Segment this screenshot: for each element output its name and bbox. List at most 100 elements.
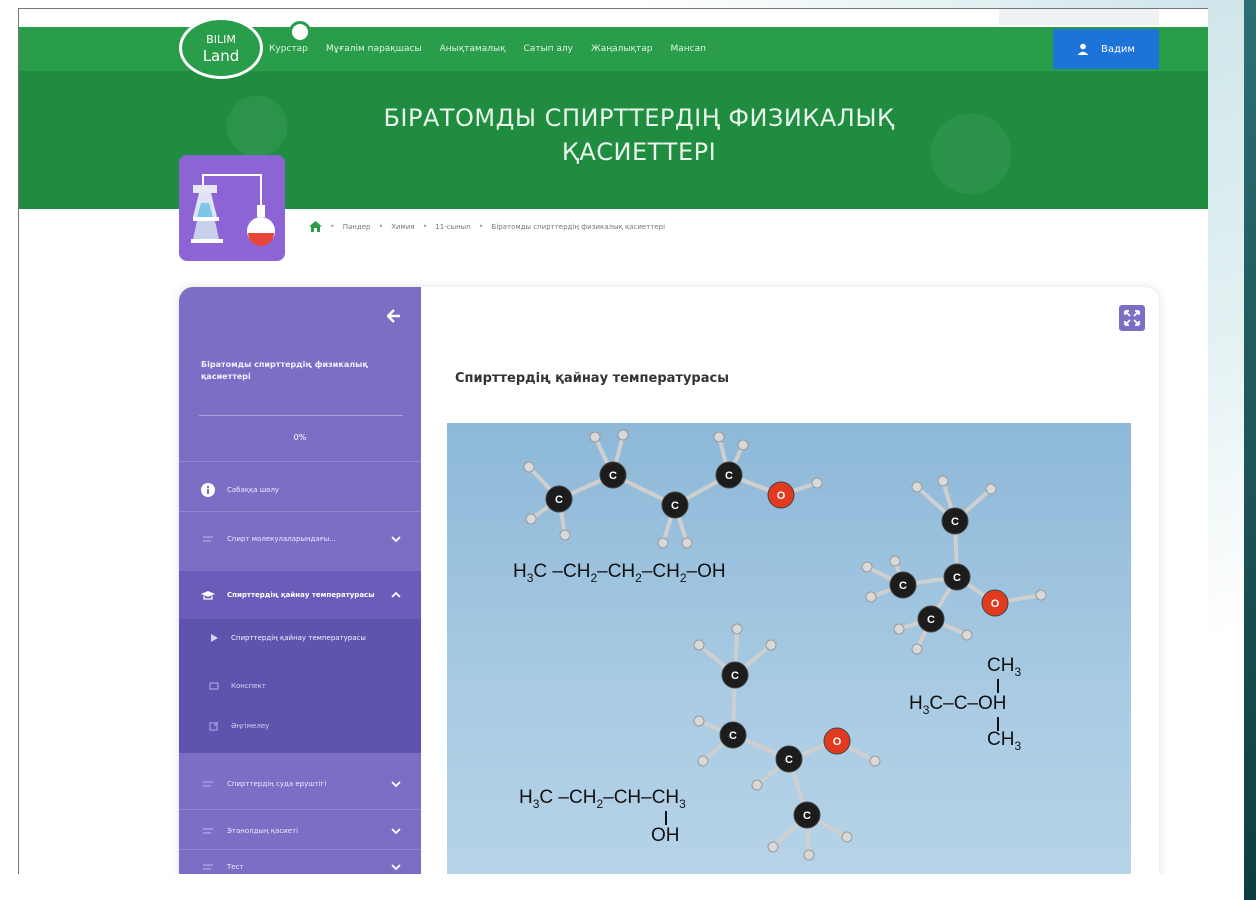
hydrogen-atom: [865, 591, 877, 603]
tert-butanol-formula-top: CH3: [987, 655, 1021, 679]
site-logo[interactable]: BILIM Land: [179, 17, 263, 79]
atom-label: C: [671, 500, 679, 512]
formula-subscript: 2: [590, 570, 598, 585]
sidebar-section-molecules[interactable]: Спирт молекулаларындағы...: [179, 519, 421, 559]
sidebar-item-label: Сабаққа шолу: [227, 486, 280, 494]
breadcrumb-chemistry[interactable]: Химия: [391, 222, 415, 231]
lines-icon: [203, 864, 213, 870]
hydrogen-atom: [731, 623, 743, 635]
carbon-atom: C: [661, 491, 689, 519]
hydrogen-atom: [559, 529, 571, 541]
lesson-card: Біратомды спирттердің физикалық қасиетте…: [179, 287, 1159, 874]
lines-icon: [203, 536, 213, 542]
breadcrumb-subjects[interactable]: Пәндер: [342, 222, 371, 231]
top-search-field[interactable]: [999, 9, 1159, 25]
user-account-button[interactable]: Вадим: [1053, 29, 1159, 69]
lines-icon: [203, 781, 213, 787]
sidebar-section-ethanol[interactable]: Этанолдың қасиеті: [179, 821, 421, 841]
formula-subscript: 3: [532, 796, 540, 811]
lesson-title: БІРАТОМДЫ СПИРТТЕРДІҢ ФИЗИКАЛЫҚ ҚАСИЕТТЕ…: [319, 101, 959, 169]
breadcrumb-separator: •: [422, 222, 428, 231]
sidebar-subitem-label: Конспект: [231, 682, 266, 690]
fullscreen-button[interactable]: [1119, 305, 1145, 331]
hydrogen-atom: [803, 849, 815, 861]
oxygen-atom: O: [981, 589, 1009, 617]
lesson-banner: БІРАТОМДЫ СПИРТТЕРДІҢ ФИЗИКАЛЫҚ ҚАСИЕТТЕ…: [19, 71, 1208, 209]
sidebar-item-overview[interactable]: Сабаққа шолу: [179, 477, 421, 503]
graduation-cap-icon: [201, 591, 215, 600]
nav-item-news[interactable]: Жаңалықтар: [591, 44, 653, 54]
sidebar-subitem-boiling-point[interactable]: Спирттердің қайнау температурасы: [179, 633, 421, 657]
formula-part: C –CH: [539, 787, 597, 808]
carbon-atom: C: [793, 801, 821, 829]
home-icon[interactable]: [309, 221, 322, 232]
formula-bond-line: [997, 679, 999, 693]
nav-item-courses[interactable]: Курстар: [269, 44, 308, 54]
atom-label: C: [803, 810, 811, 822]
lesson-title-line1: БІРАТОМДЫ СПИРТТЕРДІҢ ФИЗИКАЛЫҚ: [383, 104, 895, 132]
sidebar-item-label: Спирттердің қайнау температурасы: [227, 591, 375, 599]
top-circle-icon[interactable]: [289, 21, 311, 43]
atom-label: O: [777, 490, 786, 502]
atom-label: C: [951, 516, 959, 528]
nav-item-teacher-page[interactable]: Мұғалім парақшасы: [325, 44, 422, 54]
sidebar-subitem-label: Спирттердің қайнау температурасы: [231, 634, 366, 642]
carbon-atom: C: [775, 745, 803, 773]
nav-item-buy[interactable]: Сатып алу: [523, 44, 574, 54]
hydrogen-atom: [693, 715, 705, 727]
breadcrumb-grade[interactable]: 11-сынып: [435, 222, 471, 231]
atom-label: C: [927, 614, 935, 626]
sidebar-divider: [179, 809, 421, 810]
logo-text-bottom: Land: [202, 47, 240, 65]
butan-2-ol-formula-oh: OH: [651, 825, 680, 846]
hydrogen-atom: [713, 431, 725, 443]
sidebar-divider: [179, 461, 421, 462]
atom-label: C: [555, 494, 563, 506]
sidebar-section-solubility[interactable]: Спирттердің суда еруштігі: [179, 767, 421, 801]
formula-subscript: 3: [1014, 738, 1022, 753]
hydrogen-atom: [861, 561, 873, 573]
atom-label: C: [731, 670, 739, 682]
hydrogen-atom: [1035, 589, 1047, 601]
hydrogen-atom: [697, 755, 709, 767]
sidebar-subitem-summary[interactable]: Конспект: [179, 681, 421, 695]
sidebar-subitem-label: Әңгімелеу: [231, 722, 270, 730]
hydrogen-atom: [617, 429, 629, 441]
chevron-down-icon: [391, 781, 401, 788]
oxygen-atom: O: [823, 727, 851, 755]
formula-bond-line: [665, 811, 667, 825]
sidebar-section-boiling-point[interactable]: Спирттердің қайнау температурасы: [179, 571, 421, 619]
formula-part: C –CH: [533, 561, 591, 582]
nav-item-career[interactable]: Мансап: [670, 44, 706, 54]
formula-subscript: 3: [679, 796, 686, 811]
play-icon: [211, 634, 218, 642]
lesson-title-line2: ҚАСИЕТТЕРІ: [561, 138, 717, 166]
hydrogen-atom: [525, 513, 537, 525]
formula-part: H: [519, 787, 533, 808]
chevron-down-icon: [391, 536, 401, 543]
hydrogen-atom: [911, 643, 923, 655]
sidebar-subitem-discussion[interactable]: Әңгімелеу: [179, 721, 421, 735]
formula-part: –CH: [597, 561, 636, 582]
sidebar-section-test[interactable]: Тест: [179, 857, 421, 874]
atom-label: C: [609, 470, 617, 482]
atom-label: C: [953, 572, 961, 584]
main-nav: BILIM Land Курстар Мұғалім парақшасы Аны…: [19, 17, 1208, 79]
formula-subscript: 2: [596, 796, 604, 811]
breadcrumb-separator: •: [330, 222, 335, 231]
logo-text-top: BILIM: [206, 33, 236, 46]
sidebar-divider: [179, 849, 421, 850]
sidebar-item-label: Тест: [227, 863, 244, 871]
right-decoration: [1208, 0, 1256, 900]
nav-item-reference[interactable]: Анықтамалық: [439, 44, 506, 54]
carbon-atom: C: [719, 721, 747, 749]
sidebar-lesson-title: Біратомды спирттердің физикалық қасиетте…: [201, 360, 368, 381]
formula-subscript: 2: [679, 570, 687, 585]
atom-label: C: [725, 470, 733, 482]
sidebar-subitems: Спирттердің қайнау температурасы Конспек…: [179, 619, 421, 753]
arrow-left-icon[interactable]: [387, 309, 401, 323]
formula-part: CH: [987, 655, 1015, 676]
hydrogen-atom: [589, 431, 601, 443]
